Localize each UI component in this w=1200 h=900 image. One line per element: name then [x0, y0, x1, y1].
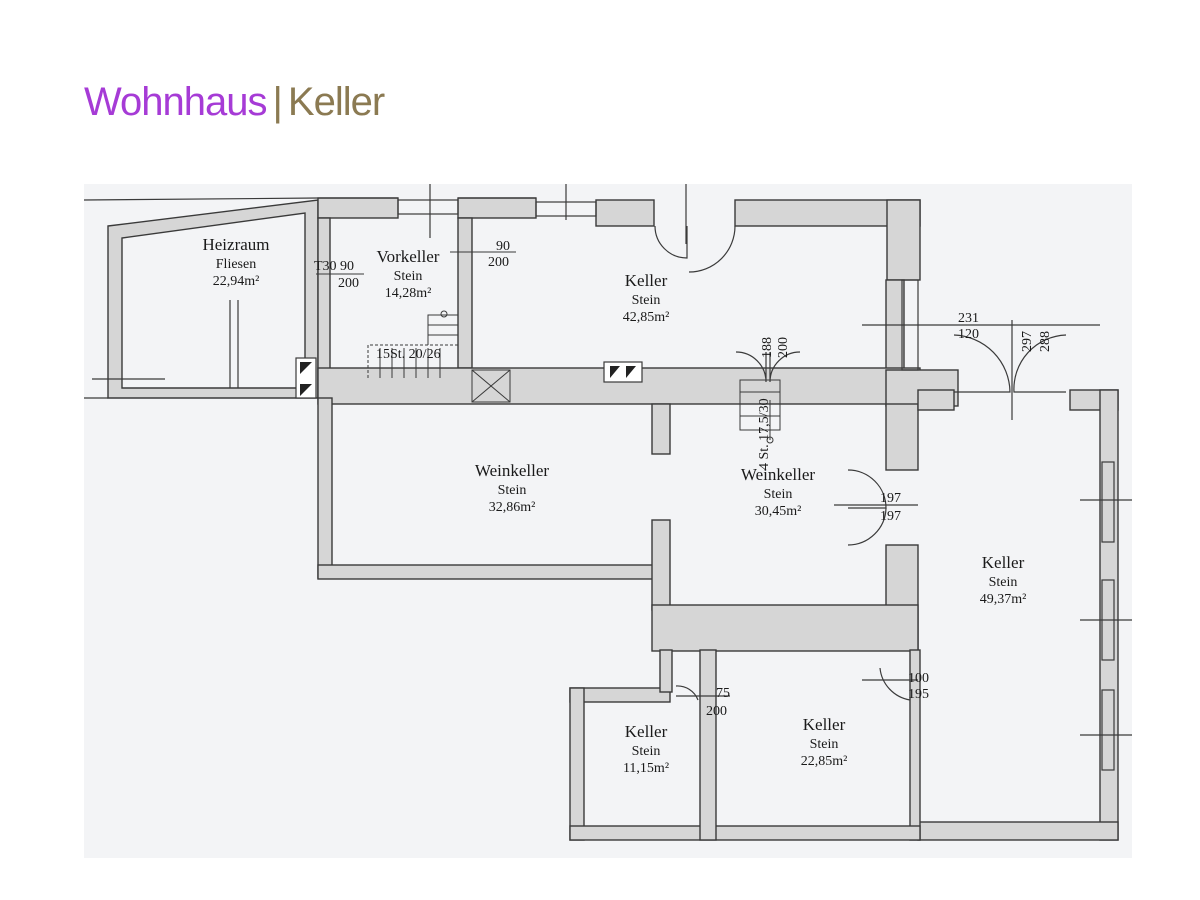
dim-297: 297: [1020, 331, 1035, 352]
dim-120: 120: [958, 327, 979, 342]
dim-195: 195: [908, 687, 929, 702]
room-keller-3-name: Keller: [625, 722, 668, 741]
wall-k11-top: [569, 687, 671, 703]
room-vorkeller-area: 14,28m²: [385, 286, 432, 301]
room-keller-3-area: 11,15m²: [623, 761, 669, 776]
window-k49-3: [1101, 689, 1115, 771]
room-keller-2-name: Keller: [982, 553, 1025, 572]
plan-paper: [84, 184, 1132, 858]
room-keller-4-name: Keller: [803, 715, 846, 734]
door-keller-left: [654, 225, 688, 259]
room-keller-1-material: Stein: [632, 293, 661, 308]
title-part-keller: Keller: [287, 80, 385, 124]
dim-75: 75: [716, 686, 730, 701]
door-k49-left: [953, 334, 1011, 393]
wall-wein-stub: [651, 403, 671, 455]
title-part-wohnhaus: Wohnhaus: [84, 80, 268, 124]
dim-t30: T30 90: [314, 259, 354, 274]
shafts: [295, 357, 643, 399]
room-weinkeller-1-area: 32,86m²: [489, 500, 536, 515]
wall-right-block: [886, 199, 921, 281]
wall-vor-right: [457, 217, 473, 369]
room-keller-1-name: Keller: [625, 271, 668, 290]
wall-lower-block: [651, 604, 919, 652]
door-k11: [675, 685, 699, 701]
room-keller-2-area: 49,37m²: [980, 592, 1027, 607]
dim-188: 188: [760, 337, 775, 358]
wall-k11-k22: [699, 649, 717, 841]
dim-100: 100: [908, 671, 929, 686]
dim-200c: 200: [776, 337, 791, 358]
title-separator: |: [272, 80, 283, 124]
door-k22-k49: [879, 667, 911, 701]
wall-top-2: [457, 197, 537, 219]
door-wein-right: [769, 351, 801, 383]
site-lines: [83, 184, 1132, 736]
wall-k49-right: [1099, 389, 1119, 841]
dim-197b: 197: [880, 509, 901, 524]
wall-wein-divider: [651, 519, 671, 611]
walls: [107, 197, 1119, 841]
door-wein-left: [735, 351, 767, 383]
dim-stairs-weinkeller: 4 St. 17,5/30: [757, 398, 772, 470]
dim-stairs-vorkeller: 15St. 20/26: [376, 347, 441, 362]
room-weinkeller-1-name: Weinkeller: [475, 461, 549, 480]
room-weinkeller-2-name: Weinkeller: [741, 465, 815, 484]
wall-k49-bottom: [917, 821, 1119, 841]
room-heizraum-material: Fliesen: [216, 257, 256, 272]
door-keller-right: [688, 225, 736, 273]
door-k49-right: [1013, 334, 1067, 393]
wall-k11-left: [569, 687, 585, 841]
wall-lower-bottom: [569, 825, 921, 841]
dim-90: 90: [496, 239, 510, 254]
door-wein-k49: [847, 469, 887, 509]
room-keller-2-material: Stein: [989, 575, 1018, 590]
window-k49-1: [1101, 461, 1115, 543]
room-weinkeller-1-material: Stein: [498, 483, 527, 498]
wall-top-1: [317, 197, 399, 219]
dim-288: 288: [1038, 331, 1053, 352]
dim-200b: 200: [488, 255, 509, 270]
room-vorkeller-material: Stein: [394, 269, 423, 284]
wall-k49-top-l: [917, 389, 955, 411]
room-keller-4-material: Stein: [810, 737, 839, 752]
dim-200d: 200: [706, 704, 727, 719]
wall-wein-bottom: [317, 564, 669, 580]
door-wein-k49-b: [847, 507, 887, 546]
wall-wein-left: [317, 397, 333, 579]
wall-k11-stub: [659, 649, 673, 693]
dim-200a: 200: [338, 276, 359, 291]
room-weinkeller-2-area: 30,45m²: [755, 504, 802, 519]
room-heizraum-name: Heizraum: [202, 235, 269, 254]
room-keller-4-area: 22,85m²: [801, 754, 848, 769]
stairs: [367, 310, 781, 444]
room-keller-1-area: 42,85m²: [623, 310, 670, 325]
room-heizraum-area: 22,94m²: [213, 274, 260, 289]
window-vorkeller: [397, 199, 459, 215]
dim-231: 231: [958, 311, 979, 326]
doors: [654, 225, 1067, 701]
room-vorkeller-name: Vorkeller: [377, 247, 440, 266]
wall-wein-right-1: [885, 403, 919, 471]
room-weinkeller-2-material: Stein: [764, 487, 793, 502]
room-keller-3-material: Stein: [632, 744, 661, 759]
page-title: Wohnhaus|Keller: [84, 80, 385, 125]
dim-197a: 197: [880, 491, 901, 506]
wall-top-3: [595, 199, 655, 227]
